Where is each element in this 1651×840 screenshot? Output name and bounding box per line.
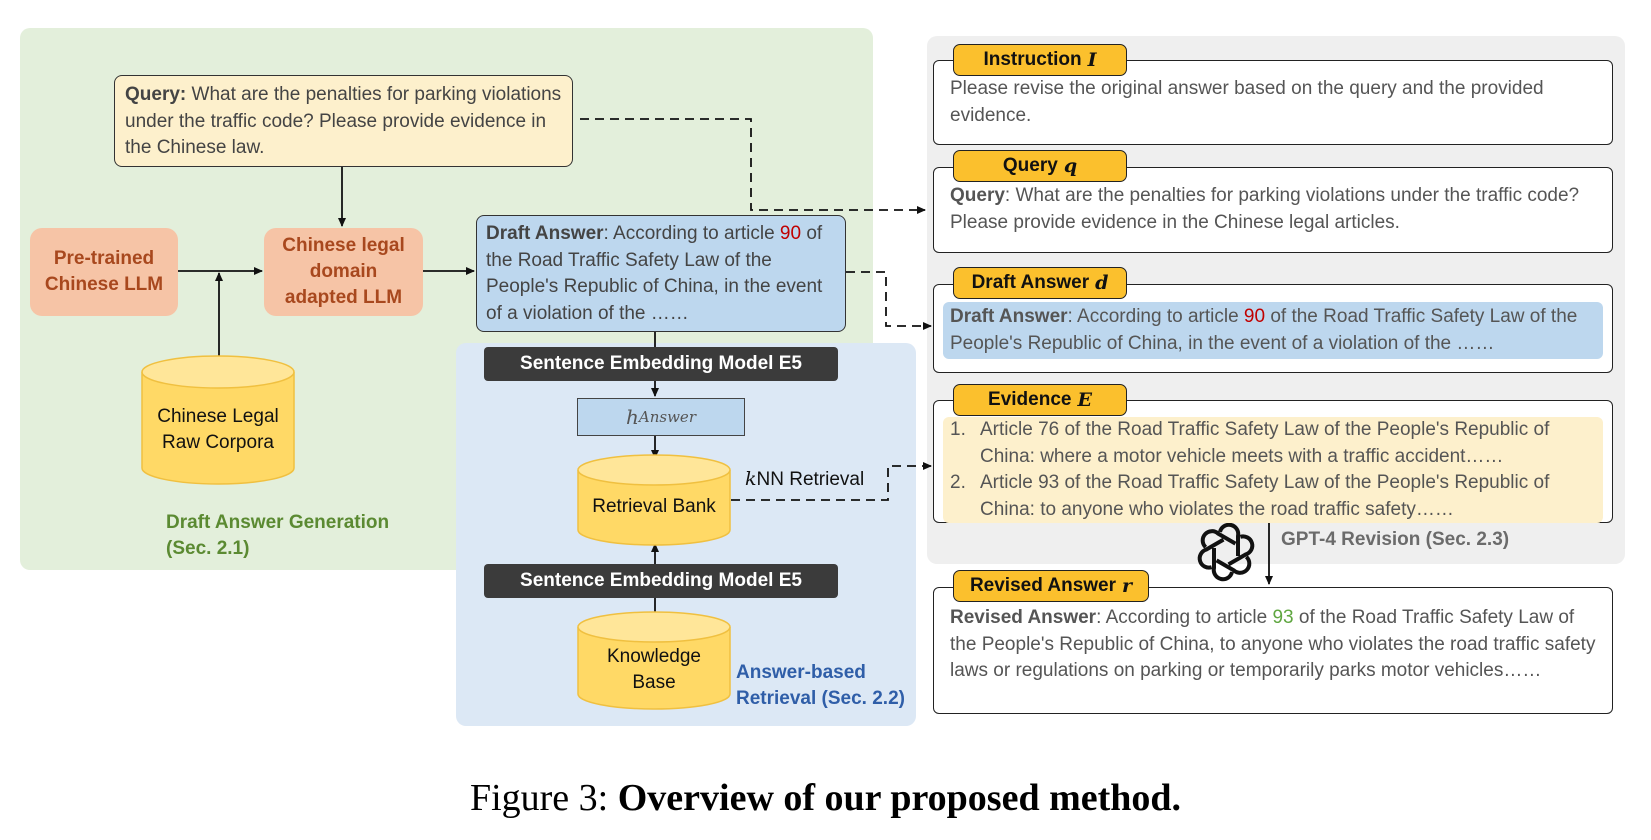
knn-text: NN Retrieval: [756, 469, 865, 490]
draft-tag-label: Draft Answer: [971, 272, 1090, 293]
instruction-text: Please revise the original answer based …: [950, 78, 1544, 126]
h-answer-symbol: h: [626, 405, 639, 429]
dashed-draft-to-right: [846, 271, 932, 330]
evidence-highlight: 1. Article 76 of the Road Traffic Safety…: [943, 417, 1603, 523]
revised-article-number: 93: [1272, 607, 1294, 628]
corpora-cylinder: [141, 355, 295, 485]
caption-prefix: Figure 3:: [469, 777, 618, 819]
caption-title: Overview of our proposed method.: [617, 777, 1182, 819]
evidence-item: 2. Article 93 of the Road Traffic Safety…: [950, 470, 1596, 523]
pretrained-llm-label: Pre-trained Chinese LLM: [44, 248, 164, 295]
right-draft-highlight: Draft Answer: According to article 90 of…: [943, 302, 1603, 359]
right-draft-post: of the Road Traffic Safety Law of the Pe…: [950, 306, 1578, 354]
evidence-number: 1.: [950, 419, 966, 440]
retrieval-bank-label: Retrieval Bank: [592, 496, 716, 517]
evidence-text: Article 76 of the Road Traffic Safety La…: [980, 419, 1550, 467]
figure-caption: Figure 3: Overview of our proposed metho…: [0, 776, 1651, 820]
revision-label: GPT-4 Revision (Sec. 2.3): [1281, 529, 1510, 550]
revised-tag-label: Revised Answer: [969, 575, 1117, 596]
dashed-query-to-right: [580, 118, 926, 214]
revised-pre: : According to article: [1096, 607, 1273, 628]
openai-logo-icon: [1197, 522, 1255, 582]
query-box: Query: What are the penalties for parkin…: [114, 75, 573, 167]
dashed-bank-to-evidence: [731, 462, 932, 501]
revised-symbol: r: [1122, 575, 1133, 597]
knn-retrieval-label: kNN Retrieval: [745, 468, 864, 491]
h-answer-subscript: Answer: [638, 408, 696, 426]
retrieval-label: Answer-based Retrieval (Sec. 2.2): [736, 662, 905, 709]
right-query-text: : What are the penalties for parking vio…: [950, 185, 1580, 233]
query-symbol: q: [1063, 155, 1078, 177]
embedding-model-bottom: Sentence Embedding Model E5: [484, 564, 838, 598]
query-tag-label: Query: [1002, 155, 1058, 176]
adapted-llm-box: Chinese legal domain adapted LLM: [264, 228, 423, 316]
knowledge-base-label: Knowledge Base: [606, 646, 702, 693]
revised-lead: Revised Answer: [950, 607, 1097, 628]
draft-text-post: of the Road Traffic Safety Law of the Pe…: [486, 223, 823, 324]
draft-symbol: d: [1095, 272, 1109, 294]
retrieval-bank-cylinder: [577, 454, 731, 546]
right-draft-pre: : According to article: [1067, 306, 1244, 327]
evidence-text: Article 93 of the Road Traffic Safety La…: [980, 472, 1550, 520]
pretrained-llm-box: Pre-trained Chinese LLM: [30, 228, 178, 316]
adapted-llm-label: Chinese legal domain adapted LLM: [282, 235, 405, 308]
corpora-label: Chinese Legal Raw Corpora: [157, 406, 279, 453]
instruction-symbol: I: [1087, 49, 1097, 71]
evidence-tag-label: Evidence: [988, 389, 1072, 410]
embedding-model-top: Sentence Embedding Model E5: [484, 347, 838, 381]
evidence-number: 2.: [950, 472, 966, 493]
knowledge-base-cylinder: [577, 611, 731, 710]
revised-answer-box: Revised Answer: According to article 93 …: [933, 587, 1613, 714]
evidence-box: 1. Article 76 of the Road Traffic Safety…: [933, 400, 1613, 523]
right-query-lead: Query: [950, 185, 1005, 206]
knn-k: k: [745, 468, 757, 490]
evidence-item: 1. Article 76 of the Road Traffic Safety…: [950, 417, 1596, 470]
draft-lead: Draft Answer: [486, 223, 604, 244]
query-lead: Query:: [125, 84, 187, 105]
right-draft-lead: Draft Answer: [950, 306, 1068, 327]
right-draft-number: 90: [1243, 306, 1266, 327]
revised-post: of the Road Traffic Safety Law of the Pe…: [950, 607, 1596, 681]
draft-answer-box: Draft Answer: According to article 90 of…: [476, 215, 846, 332]
draft-text-pre: : According to article: [603, 223, 780, 244]
draft-article-number: 90: [779, 223, 802, 244]
query-text: What are the penalties for parking viola…: [125, 84, 562, 158]
evidence-symbol: E: [1077, 389, 1092, 411]
instruction-tag-label: Instruction: [983, 49, 1082, 70]
draft-generation-label: Draft Answer Generation (Sec. 2.1): [166, 512, 390, 559]
